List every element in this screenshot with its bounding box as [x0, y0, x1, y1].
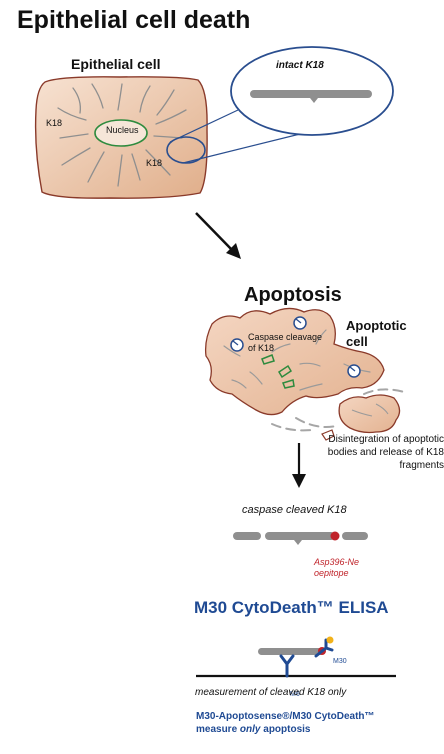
apoptotic-cell-body: [204, 307, 385, 416]
apoptosense-post: apoptosis: [260, 724, 311, 735]
apoptotic-body: [338, 394, 401, 434]
epithelial-cell-heading: Epithelial cell: [71, 56, 161, 72]
small-fragment: [321, 429, 335, 441]
page-title: Epithelial cell death: [17, 6, 251, 34]
nucleus-label: Nucleus: [106, 125, 139, 135]
intact-k18-label: intact K18: [276, 60, 324, 71]
apoptosense-pre: measure: [196, 724, 240, 735]
disintegration-label: Disintegration of apoptotic bodies and r…: [327, 434, 444, 471]
apoptosense-note: M30-Apoptosense®/M30 CytoDeath™ measure …: [196, 710, 375, 736]
zoom-line-top: [169, 109, 239, 143]
apoptotic-filaments: [223, 329, 371, 391]
zoom-line-bottom: [182, 133, 301, 164]
k18-label-left: K18: [46, 118, 63, 128]
m30-antibody: [314, 638, 334, 658]
apoptotic-cell-label: Apoptotic cell: [346, 318, 407, 349]
nucleus: [94, 119, 148, 147]
cleaved-k18-label: caspase cleaved K18: [242, 504, 347, 516]
elisa-schematic: [196, 636, 396, 678]
caspase-markers: [230, 316, 361, 378]
m30-label: M30: [333, 658, 347, 665]
intact-k18-filament: [250, 90, 372, 103]
k18-filaments: [57, 83, 187, 187]
elisa-title: M30 CytoDeath™ ELISA: [194, 598, 389, 617]
m6-label: M6: [290, 691, 300, 698]
k18-label-right: K18: [146, 158, 163, 168]
k18-fragments-green: [261, 354, 295, 389]
measurement-note: measurement of cleaved K18 only: [195, 687, 347, 698]
released-fragments: [271, 388, 405, 432]
apoptosense-line1: M30-Apoptosense®/M30 CytoDeath™: [196, 711, 375, 722]
zoom-source-circle: [166, 136, 206, 164]
epitope-label: Asp396-Ne oepitope: [314, 557, 360, 578]
apoptosense-line2: measure only apoptosis: [196, 723, 375, 736]
arrow-to-apoptosis: [195, 212, 241, 259]
cleaved-k18-fragments: [233, 531, 368, 545]
apoptosense-emphasis: only: [239, 724, 261, 735]
arrow-to-fragments: [292, 443, 306, 488]
m6-antibody: [279, 654, 295, 678]
caspase-cleavage-label: Caspase cleavage of K18: [248, 332, 323, 353]
apoptosis-title: Apoptosis: [244, 284, 342, 306]
epitope-marker: [330, 531, 340, 541]
